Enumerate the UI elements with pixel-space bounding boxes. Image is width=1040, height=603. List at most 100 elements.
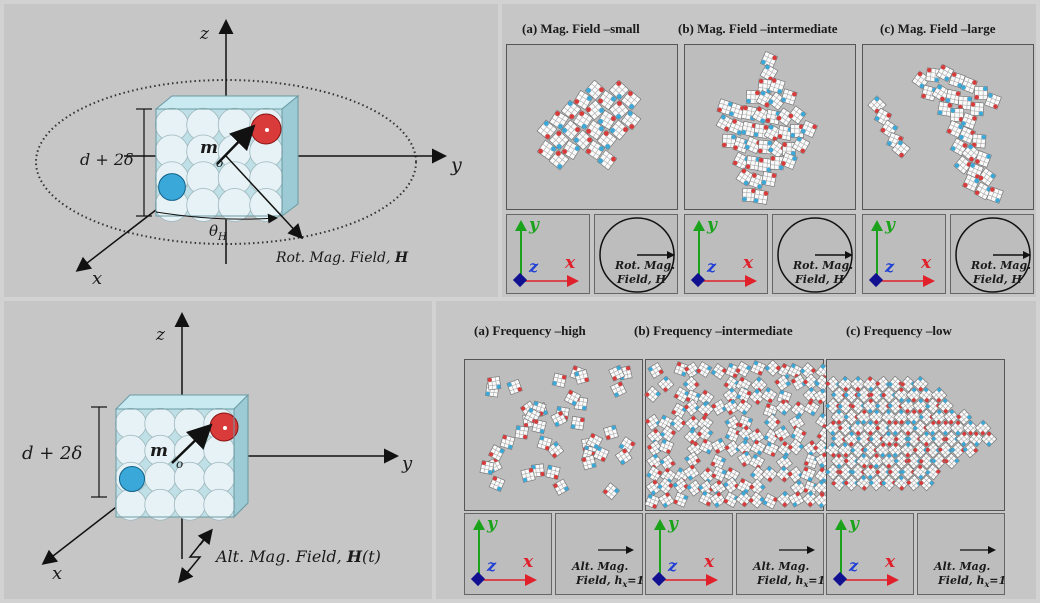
particle-cluster	[957, 125, 977, 145]
x-axis-label: x	[92, 268, 103, 289]
xyz-axes	[470, 519, 537, 587]
rotation-circle	[599, 217, 675, 293]
particle-cluster	[868, 452, 885, 470]
particle-cluster	[974, 86, 988, 100]
particle-cluster	[800, 466, 817, 483]
particle-cluster	[748, 453, 766, 471]
particle-cluster	[658, 438, 675, 455]
field-arrowhead	[667, 251, 675, 259]
caption-mag-large: (c) Mag. Field –large	[880, 21, 996, 36]
particle-cluster	[780, 88, 798, 106]
particle-cluster	[912, 463, 929, 481]
particle-cluster	[968, 430, 985, 448]
particle-cluster	[868, 430, 885, 448]
particle-cluster	[657, 491, 675, 509]
particle-cluster	[945, 119, 965, 139]
origin-label: o	[216, 156, 224, 170]
particle-cluster	[682, 375, 700, 394]
x-axis-label: x	[52, 563, 63, 584]
particle-cluster	[767, 91, 787, 111]
z-marker	[470, 571, 486, 587]
particle-cluster	[824, 419, 842, 437]
particle-cluster	[710, 453, 727, 471]
particle-cluster	[893, 386, 910, 404]
particle-cluster	[960, 76, 978, 94]
particle-cluster	[734, 360, 752, 378]
particle-cluster	[912, 375, 929, 393]
particle-cluster	[520, 467, 536, 483]
field-arrowhead	[988, 546, 996, 554]
particle-cluster	[924, 463, 942, 481]
particle-cluster	[773, 425, 791, 442]
particle-cluster	[843, 430, 860, 448]
particle-cluster	[786, 465, 805, 484]
particle-cluster	[550, 410, 568, 428]
y-arrowhead	[473, 519, 485, 530]
particle-cluster	[749, 439, 767, 456]
particle-cluster	[486, 376, 502, 391]
particle-cluster	[618, 436, 636, 454]
field-arrowhead	[1023, 251, 1031, 259]
particle-cluster	[962, 419, 979, 437]
particle-cluster	[646, 427, 664, 446]
particle-cluster	[973, 181, 993, 201]
x-arrowhead	[923, 275, 935, 287]
particle-cluster	[787, 105, 807, 125]
caption-mag-small: (a) Mag. Field –small	[522, 21, 640, 36]
particle-cluster	[657, 414, 674, 431]
field-arrowhead	[845, 251, 853, 259]
x-arrowhead	[567, 275, 579, 287]
particle-cluster	[764, 359, 782, 377]
particle-cluster	[787, 490, 805, 508]
particle-cluster	[855, 386, 873, 404]
xyz-axes	[690, 220, 757, 288]
snapshot-frequency-low	[824, 359, 1005, 511]
particle-cluster	[683, 428, 701, 446]
particle-cluster	[710, 437, 728, 455]
particle-cluster	[986, 186, 1004, 204]
particle-cluster	[750, 360, 767, 377]
caption-mag-intermediate: (b) Mag. Field –intermediate	[678, 21, 838, 36]
particle-cluster	[802, 386, 820, 404]
particle-cluster	[849, 375, 867, 393]
particle-cluster	[737, 414, 754, 431]
sphere-particle	[144, 488, 177, 521]
particle-cluster	[488, 475, 506, 492]
rotating-field-label: Rot. Mag. Field, H	[276, 250, 409, 266]
angle-arc	[155, 211, 278, 224]
particle-cluster	[830, 452, 848, 470]
particle-cluster	[721, 133, 737, 149]
particle-cluster	[696, 424, 714, 443]
particle-cluster	[682, 463, 700, 481]
snapshot-mag-large	[862, 44, 1034, 210]
particle-cluster	[728, 102, 746, 120]
particle-cluster	[843, 386, 860, 404]
particle-cluster	[657, 375, 675, 393]
particle-cluster	[918, 474, 935, 492]
particle-cluster	[728, 118, 746, 136]
particle-cluster	[887, 441, 904, 459]
particle-cluster	[837, 441, 854, 459]
particle-cluster	[849, 419, 867, 437]
particle-cluster	[570, 415, 586, 431]
particle-cluster	[868, 408, 885, 426]
particle-cluster	[949, 107, 965, 123]
y-axis-label: y	[451, 154, 462, 176]
particle-cluster	[751, 105, 771, 125]
particle-cluster	[602, 482, 620, 501]
particle-cluster	[790, 374, 808, 391]
particle-cluster	[536, 435, 553, 452]
particle-cluster	[724, 426, 741, 443]
particle-cluster	[722, 476, 740, 494]
field-arrowhead	[807, 546, 815, 554]
sphere-particle	[173, 488, 206, 521]
particle-cluster	[977, 167, 997, 187]
y-arrowhead	[871, 220, 883, 231]
particle-cluster	[787, 438, 805, 456]
particle-cluster	[748, 478, 766, 496]
field-inset-c: Alt. Mag.Field, hx=1	[917, 513, 1006, 595]
particle-cluster	[647, 362, 665, 379]
particle-cluster	[672, 491, 689, 508]
particle-cluster	[930, 408, 948, 426]
